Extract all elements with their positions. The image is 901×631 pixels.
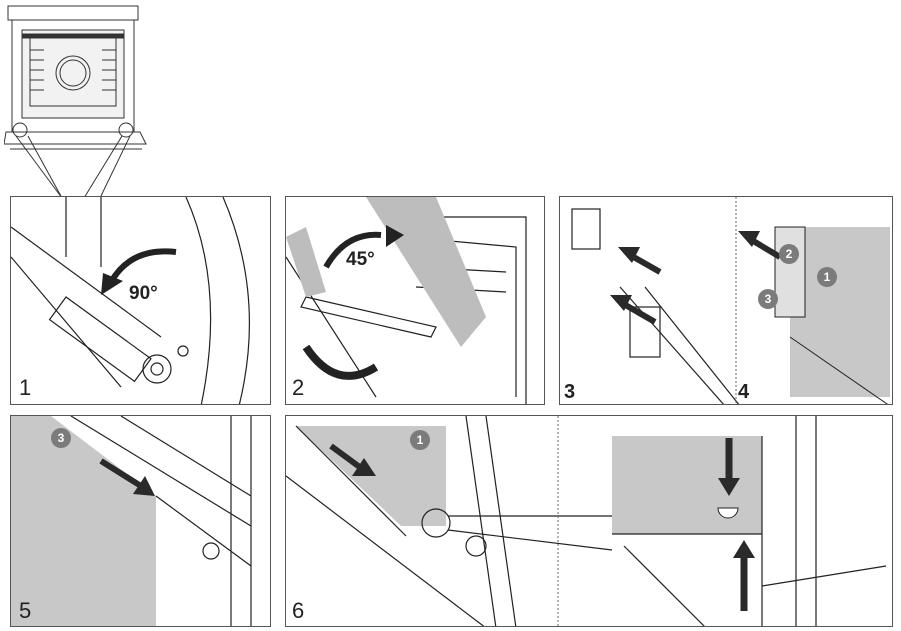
tilt-arrow-icon bbox=[323, 231, 382, 269]
step-3-4-panel: 2 1 3 3 4 bbox=[559, 196, 893, 405]
step-6-panel: 1 6 bbox=[285, 415, 893, 627]
hinge-lever-illustration bbox=[11, 197, 250, 404]
angle-label: 90° bbox=[129, 283, 158, 304]
step-number: 2 bbox=[292, 375, 305, 400]
seal-insert-illustration bbox=[11, 416, 252, 626]
door-close-illustration bbox=[286, 416, 887, 626]
seal-removal-illustration bbox=[571, 197, 890, 404]
step-5-panel: 3 5 bbox=[10, 415, 271, 627]
badge-3: 3 bbox=[758, 289, 778, 309]
arrow-icon bbox=[620, 300, 657, 325]
step-1-panel: 90° 1 bbox=[10, 196, 271, 405]
step-number-4: 4 bbox=[738, 381, 750, 403]
angle-label: 45° bbox=[346, 249, 375, 270]
rotate-arrow-icon bbox=[108, 248, 177, 284]
oven-overview-illustration bbox=[4, 5, 147, 199]
hand-rotate-icon bbox=[302, 344, 379, 380]
arrow-icon bbox=[748, 236, 782, 260]
step-number-3: 3 bbox=[564, 381, 576, 403]
door-tilt-illustration bbox=[286, 197, 527, 404]
badge-1: 1 bbox=[410, 430, 430, 450]
step-number: 6 bbox=[292, 598, 305, 623]
arrow-icon bbox=[628, 252, 662, 275]
arrow-icon bbox=[99, 458, 143, 489]
badge-2: 2 bbox=[779, 244, 799, 264]
badge-3: 3 bbox=[51, 428, 71, 448]
step-number: 1 bbox=[19, 375, 32, 400]
step-number: 5 bbox=[19, 598, 32, 623]
arrow-icon bbox=[329, 443, 363, 471]
badge-1: 1 bbox=[817, 267, 837, 287]
step-2-panel: 45° 2 bbox=[285, 196, 545, 405]
